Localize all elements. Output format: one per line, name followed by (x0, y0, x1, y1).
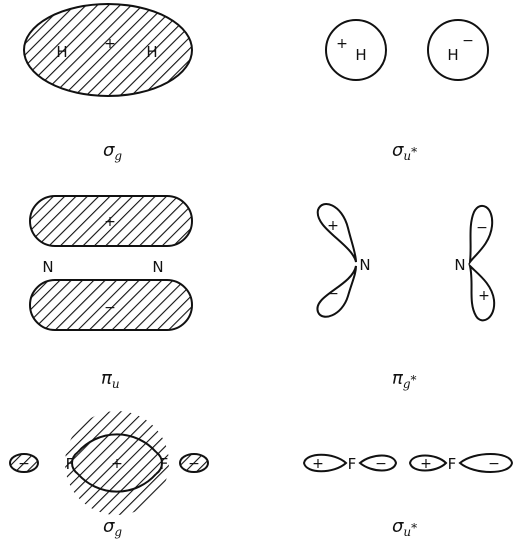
phase-sign-center: + (111, 456, 123, 472)
panel-sigma-u-star-h2: + H H − σu* (326, 20, 488, 163)
caption-subscript: u (403, 149, 411, 163)
caption-symbol: σ (392, 516, 404, 537)
phase-sign-b-left: + (420, 456, 432, 472)
atom-label-left: N (42, 258, 53, 276)
phase-sign-b-right: − (488, 456, 500, 472)
atom-label-right: N (152, 258, 163, 276)
orbital-caption: πu (101, 368, 120, 391)
phase-sign-a-right: − (375, 456, 387, 472)
p-lobe-a-left (304, 455, 346, 472)
atom-label-a: F (348, 455, 357, 473)
caption-star: * (411, 373, 417, 387)
atom-label-left: F (66, 455, 75, 473)
atom-label-right: H (447, 46, 458, 64)
atom-label-right: F (160, 455, 169, 473)
p-lobe-b-right (460, 454, 512, 472)
atom-label-left: H (56, 43, 67, 61)
orbital-caption: πg* (392, 368, 417, 391)
phase-sign-outer-left: − (18, 456, 30, 472)
panel-sigma-u-star-f2: + F − + F − σu* (304, 454, 512, 539)
orbital-caption: σu* (392, 516, 417, 539)
caption-subscript: g (114, 149, 122, 163)
orbital-caption: σu* (392, 140, 417, 163)
phase-sign-top: + (104, 214, 116, 230)
caption-star: * (411, 521, 417, 535)
panel-sigma-g-h2: H + H σg (24, 4, 192, 163)
caption-star: * (411, 145, 417, 159)
phase-sign-left-top: + (327, 218, 339, 234)
panel-pi-u-n2: + N N − πu (30, 196, 192, 391)
atom-label-left: N (359, 256, 370, 274)
caption-subscript: u (403, 525, 411, 539)
phase-sign-a-left: + (312, 456, 324, 472)
phase-sign-left-bottom: − (327, 286, 339, 302)
orbital-caption: σg (103, 140, 122, 163)
atom-label-right: N (454, 256, 465, 274)
caption-symbol: σ (103, 140, 115, 161)
phase-sign-outer-right: − (188, 456, 200, 472)
phase-sign-left: + (336, 36, 348, 52)
phase-sign-right: − (462, 33, 474, 49)
orbital-caption: σg (103, 516, 122, 539)
panel-pi-g-star-n2: + − N − + N πg* (317, 204, 494, 391)
caption-symbol: σ (103, 516, 115, 537)
atom-label-b: F (448, 455, 457, 473)
caption-subscript: u (112, 377, 120, 391)
atom-label-left: H (355, 46, 366, 64)
phase-sign-bottom: − (104, 300, 116, 316)
panel-sigma-g-f2: − F + F − σg (10, 410, 208, 539)
phase-sign-right-bottom: + (478, 288, 490, 304)
caption-symbol: σ (392, 140, 404, 161)
phase-sign: + (104, 36, 116, 52)
atom-label-right: H (146, 43, 157, 61)
caption-subscript: g (114, 525, 122, 539)
phase-sign-right-top: − (476, 220, 488, 236)
